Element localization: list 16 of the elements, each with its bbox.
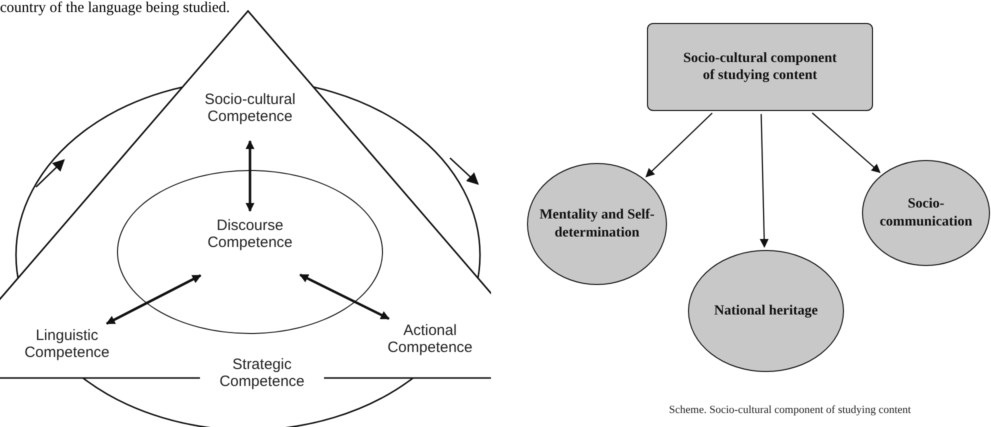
arrow xyxy=(645,112,713,178)
process-box: Socio-cultural component of studying content xyxy=(647,23,873,111)
arrow xyxy=(812,112,881,173)
node-label: Actional Competence xyxy=(372,320,488,358)
caption: Scheme. Socio-cultural component of studying content xyxy=(668,404,912,416)
node-label: National heritage xyxy=(713,302,819,320)
node-label: Socio-communication xyxy=(878,196,974,230)
arrow xyxy=(299,274,390,320)
node-label: Discourse Competence xyxy=(206,217,294,252)
node-label: Linguistic Competence xyxy=(8,325,126,363)
arrow xyxy=(246,140,254,212)
node-label: Socio-cultural Competence xyxy=(180,78,320,138)
text-fragment: country of the language being studied. xyxy=(0,0,230,17)
arrow xyxy=(760,114,769,248)
arrow xyxy=(106,274,202,325)
node-label: Mentality and Self-determination xyxy=(538,206,656,242)
